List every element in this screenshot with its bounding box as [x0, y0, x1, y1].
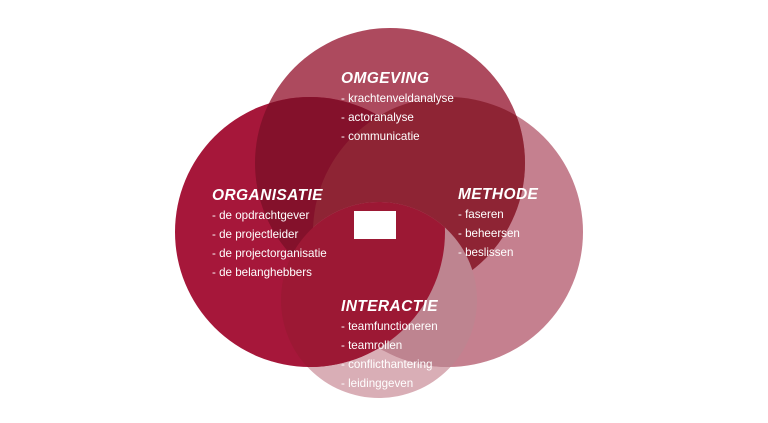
- group-item-organisatie-3: - de belanghebbers: [212, 266, 312, 279]
- group-title-organisatie: ORGANISATIE: [212, 187, 323, 204]
- group-organisatie: ORGANISATIE - de opdrachtgever - de proj…: [212, 187, 327, 279]
- overlap-organisatie-interactie: [281, 202, 445, 367]
- group-item-methode-1: - beheersen: [458, 227, 520, 240]
- group-item-omgeving-2: - communicatie: [341, 130, 420, 143]
- group-item-methode-2: - beslissen: [458, 246, 513, 259]
- group-item-interactie-0: - teamfunctioneren: [341, 320, 438, 333]
- group-item-interactie-1: - teamrollen: [341, 339, 402, 352]
- group-item-organisatie-1: - de projectleider: [212, 228, 298, 241]
- group-interactie: INTERACTIE - teamfunctioneren - teamroll…: [341, 298, 438, 390]
- group-item-organisatie-2: - de projectorganisatie: [212, 247, 327, 260]
- group-title-methode: METHODE: [458, 186, 539, 203]
- overlap-group-interactie: [281, 202, 477, 367]
- group-item-omgeving-1: - actoranalyse: [341, 111, 414, 124]
- group-title-interactie: INTERACTIE: [341, 298, 438, 315]
- group-item-omgeving-0: - krachtenveldanalyse: [341, 92, 454, 105]
- group-title-omgeving: OMGEVING: [341, 70, 429, 87]
- group-item-organisatie-0: - de opdrachtgever: [212, 209, 309, 222]
- group-methode: METHODE - faseren - beheersen - beslisse…: [458, 186, 539, 259]
- group-omgeving: OMGEVING - krachtenveldanalyse - actoran…: [341, 70, 454, 143]
- group-item-interactie-2: - conflicthantering: [341, 358, 433, 371]
- group-item-methode-0: - faseren: [458, 208, 504, 221]
- group-item-interactie-3: - leidinggeven: [341, 377, 413, 390]
